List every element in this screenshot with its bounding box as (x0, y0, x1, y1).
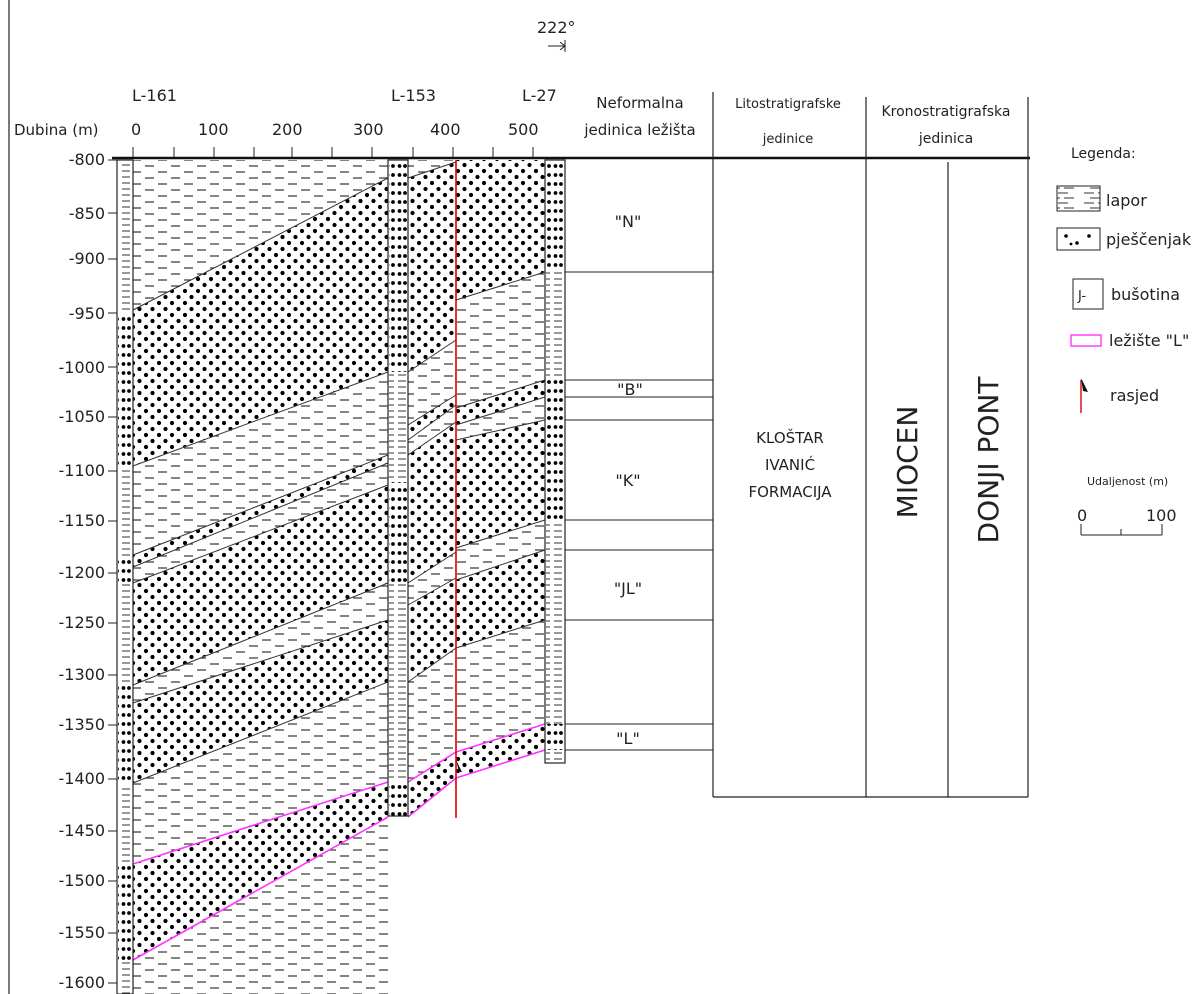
y-tick: -800 (69, 150, 105, 169)
krono-epoch-label: MIOCEN (891, 406, 924, 519)
y-tick: -1000 (59, 358, 106, 377)
y-tick: -1400 (59, 769, 106, 788)
y-tick: -1600 (59, 973, 106, 992)
legend-label-fault: rasjed (1110, 386, 1159, 405)
well-label-l27: L-27 (522, 86, 557, 105)
y-tick: -1300 (59, 665, 106, 684)
correlation-panel (132, 160, 546, 994)
sandstone-dot-pattern-icon (1056, 227, 1101, 251)
orientation-label: 222° (537, 18, 576, 37)
unit-label-l: "L" (616, 729, 640, 748)
fault-arrow-icon (1080, 378, 1088, 413)
litho-unit-line3: FORMACIJA (748, 483, 832, 501)
y-tick: -1500 (59, 871, 106, 890)
well-label-l153: L-153 (391, 86, 436, 105)
scale-start: 0 (1077, 506, 1087, 525)
x-tick: 300 (353, 120, 384, 139)
y-tick: -1250 (59, 613, 106, 632)
y-tick: -1350 (59, 715, 106, 734)
unit-label-n: "N" (615, 212, 642, 231)
well-label-l161: L-161 (132, 86, 177, 105)
y-tick: -900 (69, 249, 105, 268)
unit-label-k: "K" (615, 471, 640, 490)
column-title-krono-1: Kronostratigrafska (881, 104, 1010, 120)
well-column-l153 (387, 159, 409, 817)
column-title-informal-2: jedinica ležišta (583, 121, 695, 139)
well-column-l27 (544, 159, 566, 764)
orientation-marker: 222° (537, 18, 576, 52)
krono-stage-label: DONJI PONT (972, 376, 1005, 544)
y-tick: -1550 (59, 923, 106, 942)
legend: Legenda: lapor pješčenjak J- bušotina le… (1056, 146, 1192, 536)
legend-label-well: bušotina (1111, 285, 1180, 304)
scale-bar (1080, 524, 1163, 536)
legend-title: Legenda: (1071, 146, 1136, 162)
unit-label-b: "B" (617, 380, 643, 399)
well-column-l161 (116, 159, 134, 994)
legend-label-sandstone: pješčenjak (1106, 230, 1192, 249)
scale-title: Udaljenost (m) (1087, 475, 1168, 488)
y-axis-label: Dubina (m) (14, 121, 99, 139)
reservoir-l-boundaries (132, 723, 546, 961)
column-title-informal-1: Neformalna (596, 94, 683, 112)
legend-label-reservoir: ležište "L" (1109, 331, 1189, 350)
x-tick: 0 (131, 120, 141, 139)
x-tick: 200 (272, 120, 303, 139)
well-symbol-text: J- (1077, 289, 1086, 304)
y-tick: -1200 (59, 563, 106, 582)
depth-axis: -800 -850 -900 -950 -1000 -1050 -1100 -1… (59, 150, 106, 992)
marl-dash-pattern-icon (1056, 185, 1101, 212)
y-tick: -1450 (59, 821, 106, 840)
column-title-litho-2: jedinice (762, 132, 813, 147)
unit-label-jl: "JL" (614, 579, 642, 598)
y-tick: -950 (69, 304, 105, 323)
litho-unit-line2: IVANIĆ (765, 455, 815, 474)
reservoir-box-icon (1070, 334, 1102, 347)
y-tick: -1050 (59, 407, 106, 426)
column-title-litho-1: Litostratigrafske (735, 97, 841, 112)
x-tick: 100 (198, 120, 229, 139)
x-tick: 500 (508, 120, 539, 139)
scale-end: 100 (1146, 506, 1177, 525)
y-tick: -850 (69, 204, 105, 223)
x-tick: 400 (430, 120, 461, 139)
stratigraphy-table: Neformalna jedinica ležišta Litostratigr… (565, 92, 1029, 798)
column-title-krono-2: jedinica (918, 131, 973, 147)
y-tick: -1100 (59, 461, 106, 480)
legend-label-marl: lapor (1106, 191, 1147, 210)
well-symbol-icon: J- (1072, 278, 1104, 310)
litho-unit-line1: KLOŠTAR (756, 428, 824, 447)
y-tick: -1150 (59, 511, 106, 530)
